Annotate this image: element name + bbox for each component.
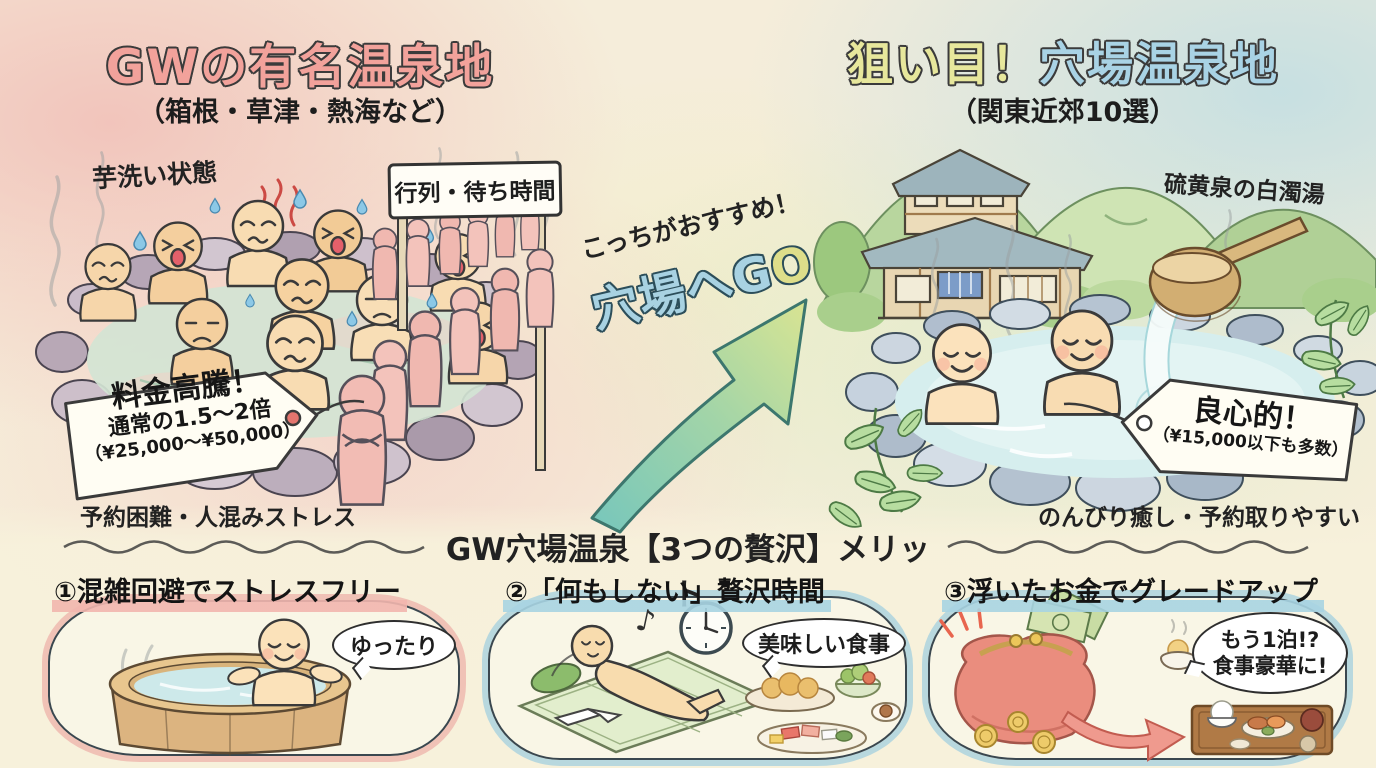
- right-title-main: 穴場温泉地: [1039, 37, 1279, 91]
- benefit-3-heading-text: ③浮いたお金でグレードアップ: [942, 577, 1324, 613]
- crowd-label: 芋洗い状態: [91, 157, 218, 194]
- right-title: 狙い目！穴場温泉地: [828, 28, 1298, 94]
- left-scene-crowded-bath: [35, 147, 555, 506]
- wavy-divider-right: [947, 540, 1309, 554]
- wavy-divider-left: [63, 540, 425, 554]
- benefit-2-heading: ②「何もしない」贅沢時間: [503, 570, 831, 613]
- leaves-right: [1299, 295, 1375, 399]
- left-caption: 予約困難・人混みストレス: [80, 505, 356, 531]
- benefit-3-bubble: もう1泊!? 食事豪華に!: [1192, 612, 1348, 694]
- benefit-1-bubble: ゆったり: [332, 620, 456, 670]
- benefit-2-heading-text: ②「何もしない」贅沢時間: [503, 577, 831, 613]
- right-subtitle: （関東近郊10選）: [949, 97, 1177, 128]
- benefit-2-bubble: 美味しい食事: [742, 618, 906, 668]
- right-scene-hidden-onsen: [813, 148, 1376, 534]
- left-title: GWの有名温泉地: [105, 40, 495, 95]
- right-title-accent: 狙い目！: [847, 37, 1039, 91]
- wooden-ladle: [1142, 216, 1309, 417]
- waiting-queue: [336, 195, 555, 506]
- leaves-left: [824, 404, 944, 534]
- benefit-3-heading: ③浮いたお金でグレードアップ: [942, 570, 1324, 613]
- benefit-1-heading: ①混雑回避でストレスフリー: [52, 570, 407, 613]
- left-subtitle: （箱根・草津・熱海など）: [138, 97, 462, 128]
- ryokan-building: [860, 148, 1094, 320]
- price-tag-shape: [64, 371, 365, 501]
- right-caption: のんびり癒し・予約取りやすい: [1038, 505, 1360, 531]
- queue-sign: 行列・待ち時間: [387, 160, 563, 220]
- value-tag-shape: [1063, 378, 1359, 482]
- benefit-1-heading-text: ①混雑回避でストレスフリー: [52, 577, 407, 613]
- go-arrow: [590, 298, 808, 534]
- arms-crossed-person: [336, 374, 388, 506]
